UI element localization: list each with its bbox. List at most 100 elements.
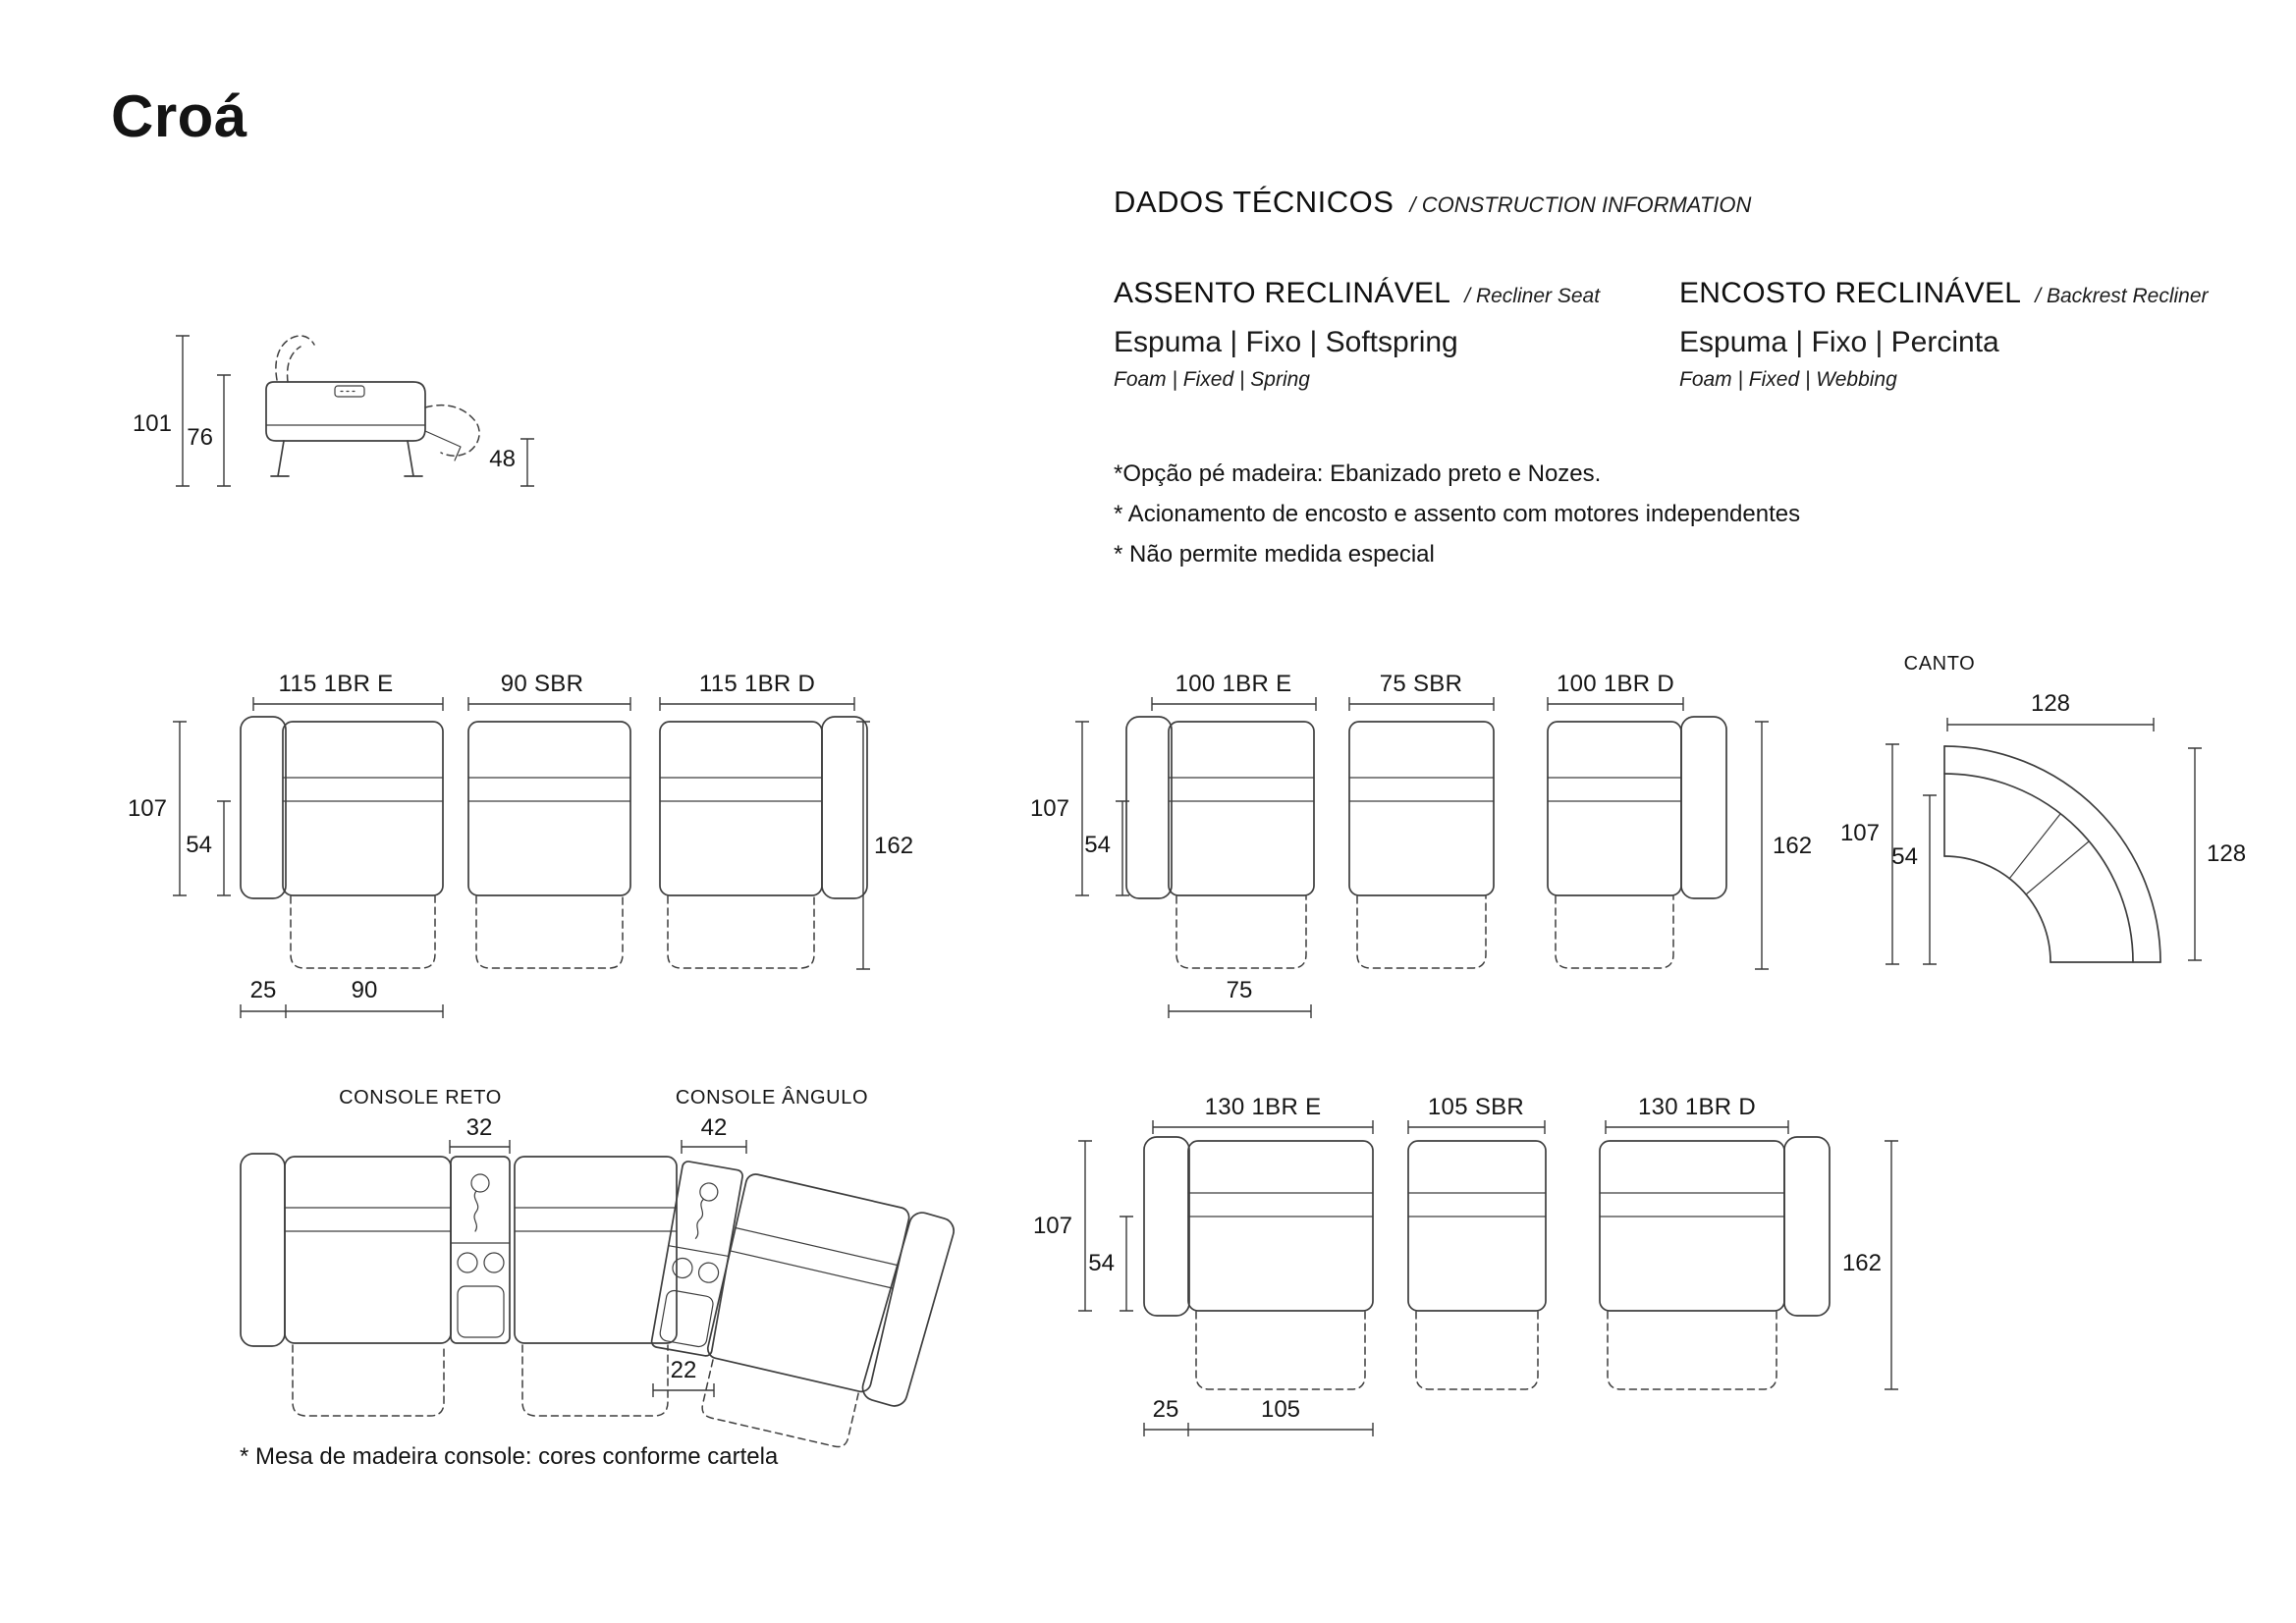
seat-spec-subtitle: / Recliner Seat — [1464, 285, 1601, 307]
backrest-spec-block: ENCOSTO RECLINÁVEL / Backrest Recliner E… — [1679, 277, 2209, 392]
console-storage — [659, 1289, 714, 1348]
module-label-right: 100 1BR D — [1557, 671, 1674, 697]
dim-seat-54: 54 — [1084, 800, 1129, 896]
module-label-left: 115 1BR E — [279, 671, 394, 697]
dim-footrest-height: 48 — [489, 438, 534, 487]
dim-arm-25: 25 — [250, 977, 277, 1003]
seat-module — [284, 1156, 452, 1344]
canto-svg: CANTO 128 107 54 128 — [1840, 653, 2246, 965]
dim-seat-105: 105 — [1261, 1396, 1300, 1423]
svg-text:54: 54 — [186, 832, 212, 858]
dim-console-42: 42 — [681, 1114, 747, 1154]
dim-seat-54: 54 — [1088, 1216, 1133, 1312]
console-angled-label: CONSOLE ÂNGULO — [676, 1086, 868, 1109]
dim-label-48: 48 — [489, 446, 516, 472]
backrest-spec-subtitle: / Backrest Recliner — [2035, 285, 2209, 307]
dim-open-162: 162 — [1755, 721, 1812, 970]
seat-spec-block: ASSENTO RECLINÁVEL / Recliner Seat Espum… — [1114, 277, 1600, 392]
sofa-115-svg: 115 1BR E 90 SBR 115 1BR D 107 — [128, 671, 913, 1018]
seat-module — [1348, 721, 1495, 896]
sofa-115-diagram: 115 1BR E 90 SBR 115 1BR D 107 — [126, 664, 941, 1032]
dim-bottom: 25 105 — [1143, 1396, 1374, 1436]
extended-footrests-dashed — [290, 895, 815, 969]
module-dims-top: 100 1BR E 75 SBR 100 1BR D — [1151, 671, 1684, 711]
module-label-center: 90 SBR — [501, 671, 584, 697]
console-straight-label: CONSOLE RETO — [339, 1087, 502, 1109]
console-storage — [457, 1285, 505, 1338]
seat-module — [1599, 1140, 1785, 1312]
sofa-130-svg: 130 1BR E 105 SBR 130 1BR D 107 — [1033, 1094, 1898, 1436]
dim-open-162: 162 — [856, 721, 913, 970]
seat-module — [467, 721, 631, 896]
seat-module — [1187, 1140, 1374, 1312]
module-label-left: 100 1BR E — [1175, 671, 1292, 697]
dim-depth-128: 128 — [2188, 747, 2246, 961]
module-label-center: 105 SBR — [1428, 1094, 1524, 1120]
svg-text:107: 107 — [1840, 820, 1880, 846]
extended-footrests-dashed — [292, 1344, 669, 1417]
sofa-body — [240, 716, 868, 969]
module-dims-top: 130 1BR E 105 SBR 130 1BR D — [1152, 1094, 1789, 1134]
sofa-130-diagram: 130 1BR E 105 SBR 130 1BR D 107 — [1021, 1078, 1925, 1456]
dim-console-22: 22 — [652, 1357, 715, 1397]
armrest-left — [1125, 716, 1173, 899]
armrest-left — [1143, 1136, 1190, 1317]
module-label-left: 130 1BR E — [1205, 1094, 1322, 1120]
seat-module — [1547, 721, 1682, 896]
tech-heading: DADOS TÉCNICOS — [1114, 185, 1394, 219]
console-footnote: * Mesa de madeira console: cores conform… — [240, 1443, 779, 1470]
seat-module — [659, 721, 823, 896]
svg-text:54: 54 — [1891, 843, 1918, 870]
seat-seams — [2008, 813, 2090, 895]
note-no-special: * Não permite medida especial — [1114, 541, 1435, 568]
svg-text:107: 107 — [128, 795, 167, 822]
dim-seat-height: 76 — [187, 374, 231, 487]
cupholder — [457, 1252, 478, 1273]
dim-seat-90: 90 — [352, 977, 378, 1003]
armrest-right — [821, 716, 868, 899]
console-outlet — [699, 1182, 719, 1202]
console-svg: CONSOLE RETO 32 CONSOLE ÂNGULO 42 — [240, 1086, 955, 1448]
console-straight — [450, 1156, 511, 1344]
console-angled — [650, 1161, 743, 1357]
backrest-spec-title: ENCOSTO RECLINÁVEL — [1679, 277, 2022, 309]
note-motors: * Acionamento de encosto e assento com m… — [1114, 501, 1801, 527]
extended-footrest-angled-dashed — [701, 1359, 859, 1448]
footrest-dashed — [424, 404, 480, 461]
seat-module-angled — [706, 1173, 910, 1393]
backrest-spec-en: Foam | Fixed | Webbing — [1679, 368, 1897, 391]
dim-height-107: 107 — [128, 721, 187, 896]
svg-text:162: 162 — [1842, 1250, 1882, 1276]
side-view-svg: 101 76 48 — [133, 335, 534, 487]
product-title: Croá — [111, 83, 247, 149]
console-diagram: CONSOLE RETO 32 CONSOLE ÂNGULO 42 — [224, 1078, 1019, 1505]
module-label-right: 130 1BR D — [1638, 1094, 1756, 1120]
dim-bottom: 25 90 — [240, 977, 444, 1018]
dim-label-76: 76 — [187, 424, 213, 451]
svg-text:32: 32 — [466, 1114, 493, 1141]
armrest-right — [1783, 1136, 1831, 1317]
dim-arm-25: 25 — [1153, 1396, 1179, 1423]
tech-heading-row: DADOS TÉCNICOS / CONSTRUCTION INFORMATIO… — [1114, 185, 1751, 220]
dim-open-162: 162 — [1842, 1140, 1898, 1390]
svg-text:107: 107 — [1030, 795, 1069, 822]
armrest-right-angled — [861, 1212, 955, 1407]
extended-footrests-dashed — [1175, 895, 1674, 969]
side-view-body — [265, 381, 426, 477]
canto-label: CANTO — [1904, 653, 1976, 675]
console-outlet — [470, 1173, 490, 1193]
seat-spec-en: Foam | Fixed | Spring — [1114, 368, 1310, 391]
dim-height-107: 107 — [1030, 721, 1089, 896]
module-dims-top: 115 1BR E 90 SBR 115 1BR D — [252, 671, 855, 711]
dim-height-107: 107 — [1840, 743, 1899, 965]
notes-block: *Opção pé madeira: Ebanizado preto e Noz… — [1114, 454, 1800, 574]
legs — [270, 440, 423, 477]
armrest-left — [240, 1153, 286, 1347]
sofa-100-diagram: 100 1BR E 75 SBR 100 1BR D 107 — [1021, 664, 1836, 1032]
dim-seat-54: 54 — [1891, 794, 1937, 965]
svg-text:128: 128 — [2207, 840, 2246, 867]
seat-module — [1407, 1140, 1547, 1312]
control-panel — [334, 385, 365, 398]
svg-text:54: 54 — [1088, 1250, 1115, 1276]
seat-spec-pt: Espuma | Fixo | Softspring — [1114, 326, 1458, 358]
